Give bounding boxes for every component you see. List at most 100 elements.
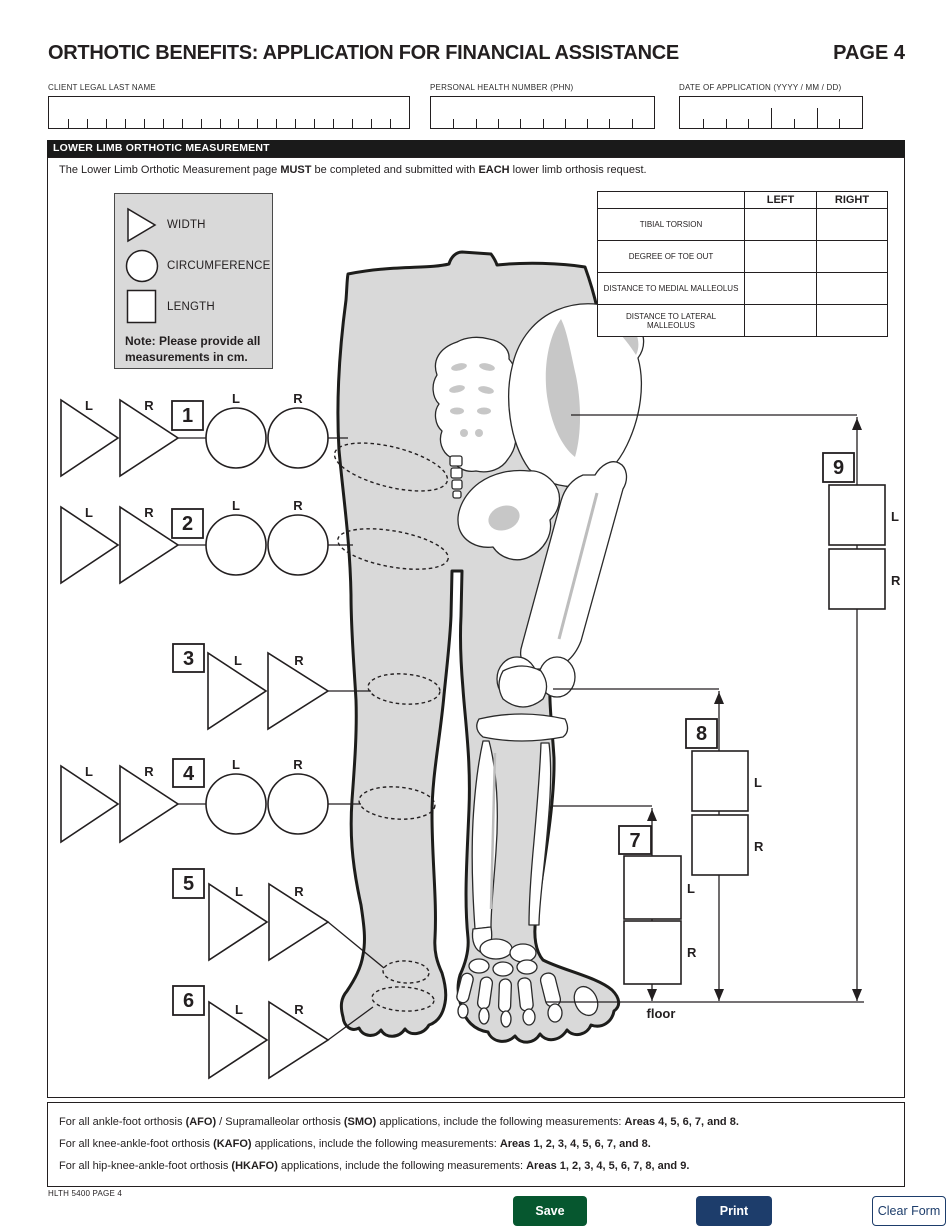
circumference-field-2-left[interactable] [205, 514, 267, 576]
area2-circ-right-label: R [293, 498, 303, 513]
print-button[interactable]: Print [696, 1196, 772, 1226]
area-6-number: 6 [183, 990, 194, 1012]
phn-label: PERSONAL HEALTH NUMBER (PHN) [430, 83, 574, 92]
legend-box: WIDTH CIRCUMFERENCE LENGTH Note: Please … [114, 193, 273, 369]
area9-left-label: L [891, 509, 899, 524]
form-id: HLTH 5400 PAGE 4 [48, 1189, 123, 1198]
tibial-torsion-left-cell[interactable] [744, 208, 817, 241]
area-9-number: 9 [833, 457, 844, 479]
area2-circ-left-label: L [232, 498, 240, 513]
table-row: DISTANCE TO MEDIAL MALLEOLUS [597, 272, 888, 305]
legend-length-row: LENGTH [125, 286, 272, 327]
width-field-4-left[interactable] [60, 764, 120, 844]
width-field-4-right[interactable] [119, 764, 180, 844]
area1-circ-right-label: R [293, 391, 303, 406]
area-4-number-box [172, 758, 205, 788]
area-7-number: 7 [629, 830, 640, 852]
client-name-field[interactable] [48, 96, 410, 129]
width-field-6-left[interactable] [208, 1000, 269, 1080]
legend-note: Note: Please provide all measurements in… [125, 334, 261, 364]
table-row: DISTANCE TO LATERAL MALLEOLUS [597, 304, 888, 337]
toe-out-left-cell[interactable] [744, 240, 817, 273]
area-3-number-box [172, 643, 205, 673]
area-1-number: 1 [182, 405, 193, 427]
area-8-number-box [685, 718, 718, 749]
area4-circ-left-label: L [232, 757, 240, 772]
table-row: TIBIAL TORSION [597, 208, 888, 241]
area8-right-label: R [754, 839, 764, 854]
area3-width-left-label: L [234, 653, 242, 668]
circumference-field-4-left[interactable] [205, 773, 267, 835]
circumference-field-2-right[interactable] [267, 514, 329, 576]
area5-width-left-label: L [235, 884, 243, 899]
legend-width-label: WIDTH [167, 218, 206, 231]
area6-width-right-label: R [294, 1002, 304, 1017]
kafo-note-line: For all knee-ankle-foot orthosis (KAFO) … [59, 1138, 651, 1150]
circumference-field-1-right[interactable] [267, 407, 329, 469]
width-field-3-left[interactable] [207, 651, 268, 731]
medial-malleolus-right-cell[interactable] [816, 272, 888, 305]
area-2-number-box [171, 508, 204, 539]
measurement-diagram-box: L R 1 L R L R 2 L R [47, 157, 905, 1098]
area-2-number: 2 [182, 513, 193, 535]
width-field-5-left[interactable] [208, 882, 269, 962]
measurement-level-ellipses [333, 442, 449, 1012]
area-8-number: 8 [696, 723, 707, 745]
width-field-2-left[interactable] [60, 505, 120, 585]
width-field-2-right[interactable] [119, 505, 180, 585]
length-field-9-left[interactable] [828, 484, 886, 546]
width-field-5-right[interactable] [268, 882, 330, 962]
date-field[interactable] [679, 96, 863, 129]
area-3-widgets: 3 L R [172, 643, 330, 731]
area2-width-right-label: R [144, 505, 154, 520]
length-field-7-left[interactable] [623, 855, 682, 920]
area-2-widgets: L R 2 L R [60, 498, 329, 585]
legend-circumference-row: CIRCUMFERENCE [125, 245, 272, 286]
application-notes-box: For all ankle-foot orthosis (AFO) / Supr… [47, 1102, 905, 1187]
page-number: PAGE 4 [833, 42, 905, 64]
area-4-widgets: L R 4 L R [60, 757, 329, 844]
length-field-7-right[interactable] [623, 920, 682, 985]
area5-width-right-label: R [294, 884, 304, 899]
area1-circ-left-label: L [232, 391, 240, 406]
client-name-label: CLIENT LEGAL LAST NAME [48, 83, 156, 92]
save-button[interactable]: Save [513, 1196, 587, 1226]
intro-text: The Lower Limb Orthotic Measurement page… [59, 164, 647, 176]
width-field-1-right[interactable] [119, 398, 180, 478]
dimension-lines [178, 414, 864, 1041]
area-5-widgets: 5 L R [172, 868, 330, 962]
row-label-lateral-malleolus: DISTANCE TO LATERAL MALLEOLUS [597, 304, 745, 337]
area-3-number: 3 [183, 648, 194, 670]
length-field-8-left[interactable] [691, 750, 749, 812]
length-field-8-right[interactable] [691, 814, 749, 876]
clear-form-button[interactable]: Clear Form [872, 1196, 946, 1226]
width-field-6-right[interactable] [268, 1000, 330, 1080]
area-5-number-box [172, 868, 205, 899]
lateral-malleolus-left-cell[interactable] [744, 304, 817, 337]
area7-right-label: R [687, 945, 697, 960]
legend-length-label: LENGTH [167, 300, 215, 313]
length-field-9-right[interactable] [828, 548, 886, 610]
circumference-field-4-right[interactable] [267, 773, 329, 835]
legend-width-row: WIDTH [125, 204, 272, 245]
width-field-3-right[interactable] [267, 651, 330, 731]
medial-malleolus-left-cell[interactable] [744, 272, 817, 305]
circumference-field-1-left[interactable] [205, 407, 267, 469]
width-field-1-left[interactable] [60, 398, 120, 478]
floor-label: floor [647, 1006, 676, 1021]
toe-out-right-cell[interactable] [816, 240, 888, 273]
torsion-table: LEFT RIGHT TIBIAL TORSION DEGREE OF TOE … [597, 191, 888, 337]
phn-field[interactable] [430, 96, 655, 129]
area-5-number: 5 [183, 873, 194, 895]
area8-left-label: L [754, 775, 762, 790]
tibial-torsion-right-cell[interactable] [816, 208, 888, 241]
lateral-malleolus-right-cell[interactable] [816, 304, 888, 337]
area-6-number-box [172, 985, 205, 1016]
legend-circumference-label: CIRCUMFERENCE [167, 259, 271, 272]
area2-width-left-label: L [85, 505, 93, 520]
area-9-number-box [822, 452, 855, 483]
table-corner-cell [597, 191, 745, 209]
area6-width-left-label: L [235, 1002, 243, 1017]
area-9-widgets: 9 L R [822, 452, 901, 610]
